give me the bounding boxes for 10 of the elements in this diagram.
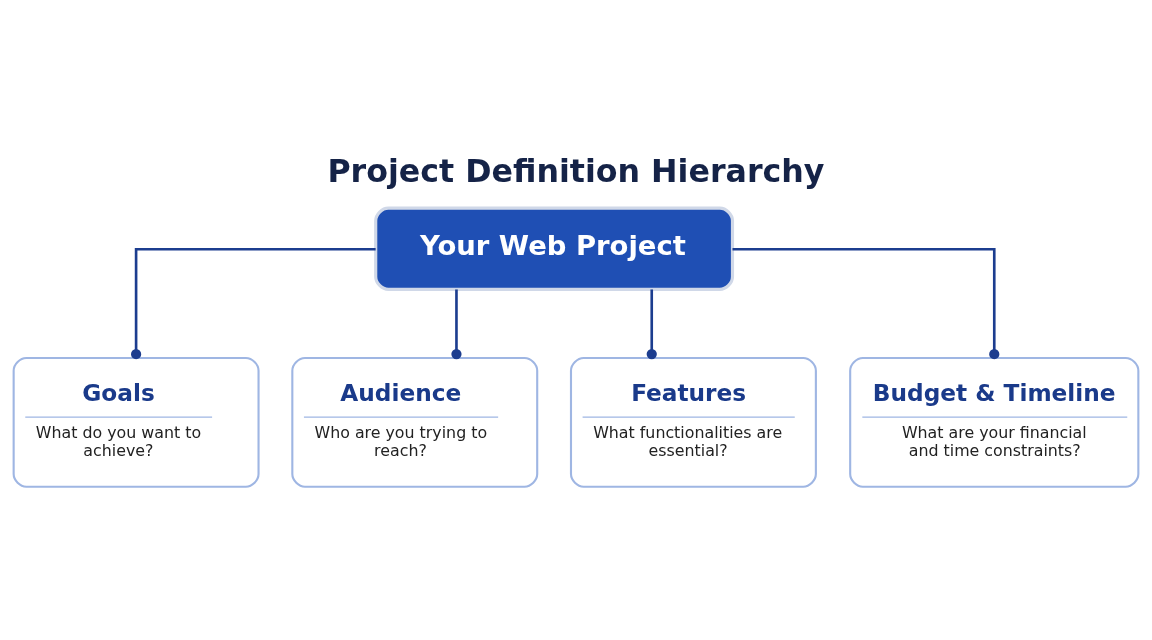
node-box: Audience Who are you trying to reach? (291, 356, 539, 488)
node-box: Your Web Project (374, 206, 735, 291)
node-box: Goals What do you want to achieve? (12, 356, 260, 488)
node-box: Features What functionalities are essential? (569, 356, 817, 488)
connector (131, 247, 376, 360)
connector (646, 289, 657, 360)
node-box: Budget & Timeline What are your financial and time constraints? (849, 356, 1140, 488)
connector (451, 289, 462, 360)
diagram-title: Project Definition Hierarchy (327, 152, 825, 189)
connector (732, 247, 1000, 360)
